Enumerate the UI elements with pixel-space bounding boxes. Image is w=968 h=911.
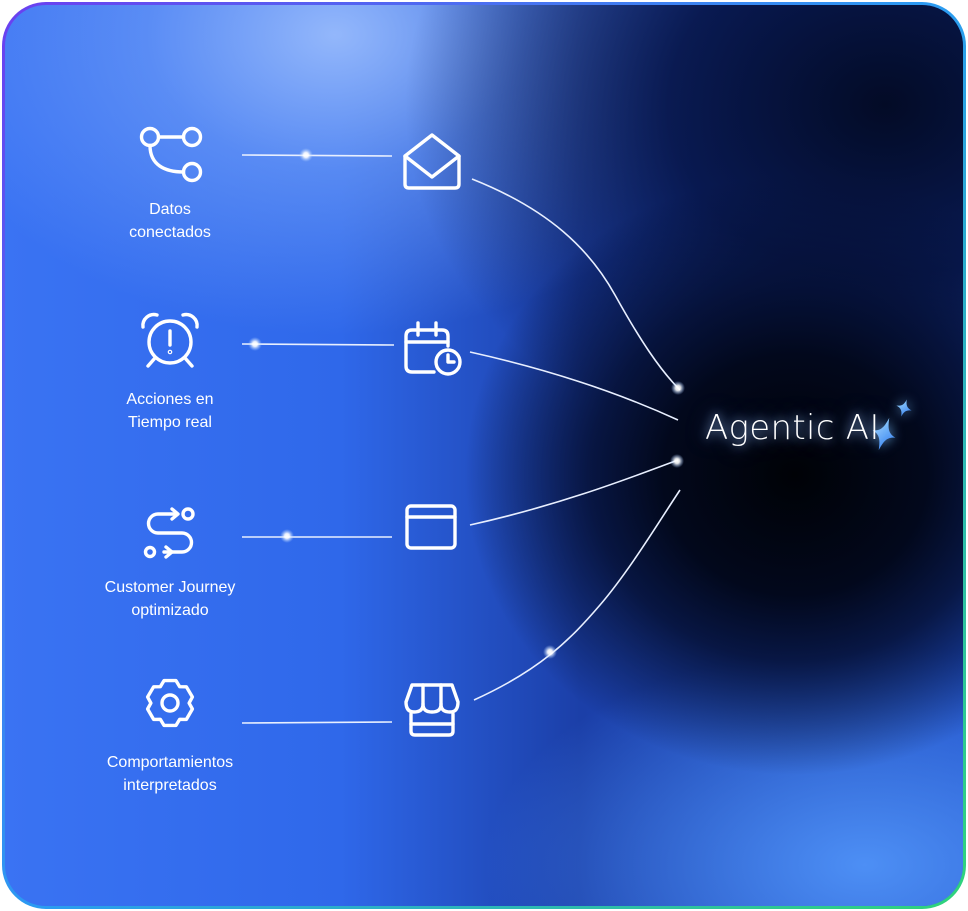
- glow-dot: [248, 337, 262, 351]
- curve-line-3: [469, 459, 679, 526]
- curve-line-4: [473, 489, 681, 701]
- agentic-ai-title: Agentic AI: [705, 408, 880, 448]
- source-label-customer-journey: Customer Journey optimizado: [60, 576, 280, 622]
- calendar-clock-icon: [404, 321, 462, 376]
- label-line: interpretados: [123, 777, 217, 794]
- curve-line-1: [471, 178, 681, 391]
- branch-connection-icon: [139, 126, 203, 183]
- source-label-acciones: Acciones en Tiempo real: [60, 388, 280, 434]
- curve-line-2: [469, 351, 679, 421]
- label-line: Customer Journey: [104, 579, 236, 596]
- label-line: Datos: [149, 201, 191, 218]
- glow-dot: [671, 381, 685, 395]
- connector-line-1: [241, 154, 393, 157]
- source-label-datos: Datos conectados: [60, 198, 280, 244]
- envelope-open-icon: [403, 133, 461, 190]
- gear-icon: [145, 678, 195, 728]
- label-line: optimizado: [131, 602, 209, 619]
- route-icon: [143, 507, 195, 559]
- glow-dot: [280, 529, 294, 543]
- label-line: Tiempo real: [128, 414, 212, 431]
- alarm-clock-icon: [141, 312, 199, 368]
- label-line: Comportamientos: [106, 754, 234, 771]
- source-label-comportamientos: Comportamientos interpretados: [60, 751, 280, 797]
- connector-line-4: [241, 721, 393, 724]
- glow-dot: [543, 645, 557, 659]
- storefront-icon: [404, 683, 460, 737]
- browser-window-icon: [405, 504, 457, 550]
- sparkle-icon: [872, 399, 912, 451]
- glow-dot: [670, 454, 684, 468]
- glow-dot: [299, 148, 313, 162]
- label-line: conectados: [129, 224, 211, 241]
- connector-line-2: [241, 343, 395, 346]
- label-line: Acciones en: [126, 391, 214, 408]
